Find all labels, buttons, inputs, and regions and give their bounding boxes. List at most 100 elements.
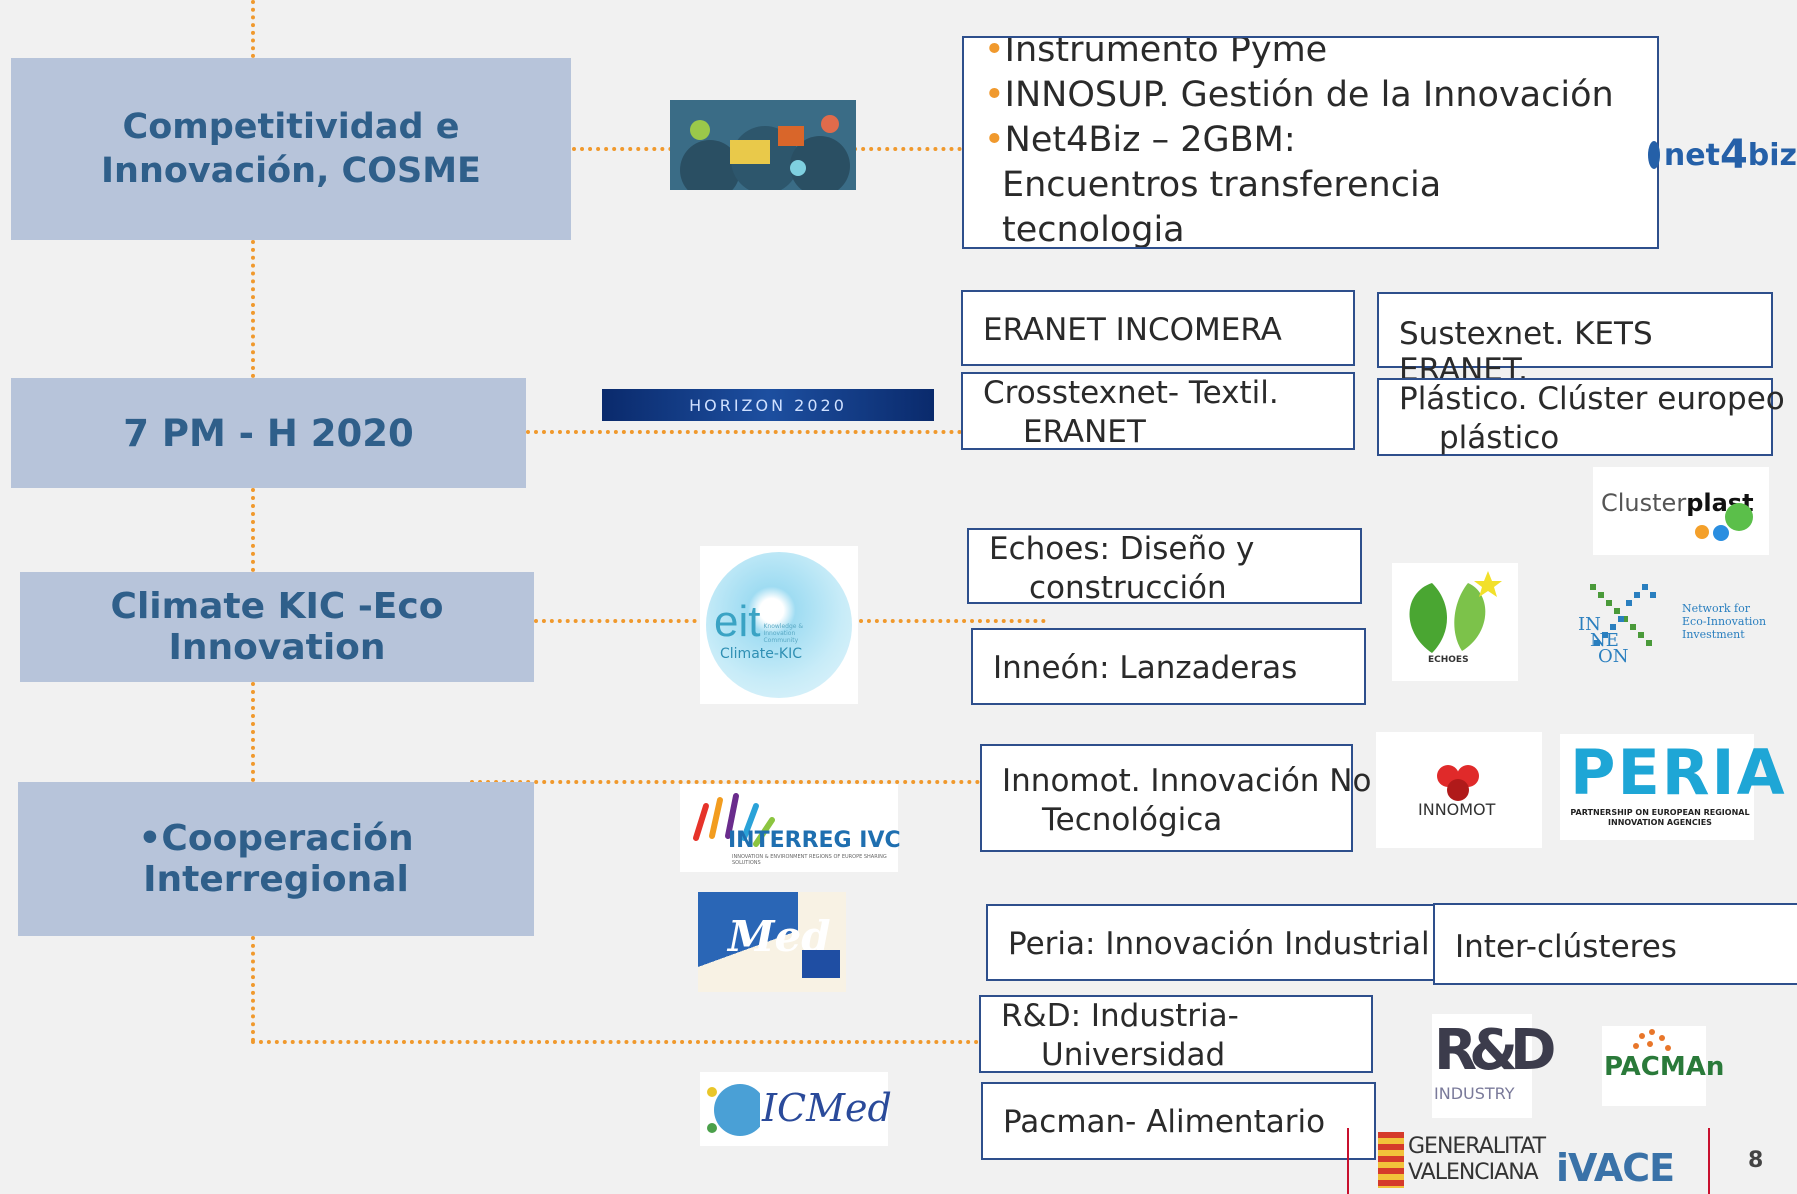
dot-orange — [1695, 525, 1709, 539]
generalitat-text: VALENCIANA — [1408, 1160, 1539, 1185]
box-label: Peria: Innovación Industrial — [1008, 926, 1430, 962]
connector-interreg — [470, 780, 980, 784]
interreg-small-text: INNOVATION & ENVIRONMENT REGIONS OF EURO… — [732, 854, 887, 866]
eit-climate-kic-logo: eit Knowledge & Innovation Community Cli… — [700, 546, 858, 704]
climate-kic-text: Climate-KIC — [720, 646, 803, 662]
cosme-infographic-logo — [670, 100, 856, 190]
program-h2020-label: 7 PM - H 2020 — [123, 411, 414, 455]
cosme-item-label: INNOSUP. Gestión de la Innovación — [1004, 75, 1614, 115]
box-label: Inneón: Lanzaderas — [993, 650, 1298, 686]
connector-vertical-2 — [251, 240, 255, 378]
ivace-logo: iVACE — [1556, 1146, 1686, 1190]
program-climate-label: Climate KIC -Eco Innovation — [110, 586, 444, 668]
cosme-item-label: Net4Biz – 2GBM: Encuentros transferencia… — [1002, 120, 1442, 249]
cosme-item: •INNOSUP. Gestión de la Innovación — [984, 73, 1657, 118]
cosme-item: •Instrumento Pyme — [984, 36, 1657, 73]
horizon-text: HORIZON 2020 — [689, 395, 847, 415]
eu-flag-icon — [802, 950, 840, 978]
program-climate-kic: Climate KIC -Eco Innovation — [20, 572, 534, 682]
net4biz-number: 4 — [1719, 132, 1748, 178]
echoes-text: ECHOES — [1428, 655, 1469, 665]
box-echoes: Echoes: Diseño y construcción — [967, 528, 1362, 606]
clusterplast-logo: Clusterplast — [1593, 467, 1769, 555]
program-interregional: •Cooperación Interregional — [18, 782, 534, 936]
box-label: Tecnológica — [1042, 802, 1223, 838]
inneon-text: IN — [1578, 614, 1601, 635]
inneon-dot-pattern-icon — [1590, 584, 1656, 646]
page-number: 8 — [1748, 1148, 1764, 1173]
interreg-rays-icon — [693, 793, 775, 847]
box-sustexnet: Sustexnet. KETS ERANET. — [1377, 292, 1773, 388]
connector-vertical-4 — [251, 682, 255, 782]
box-label: Pacman- Alimentario — [1003, 1104, 1326, 1140]
box-label: ERANET — [1023, 414, 1146, 450]
program-cosme-label: Competitividad e Innovación, COSME — [101, 107, 481, 191]
inneon-note: Network for Eco-Innovation Investment — [1682, 602, 1767, 641]
bullet-icon: • — [984, 75, 1005, 115]
bullet-icon: • — [984, 36, 1005, 70]
clusterplast-text-a: Cluster — [1601, 489, 1687, 517]
program-h2020: 7 PM - H 2020 — [11, 378, 526, 488]
innomot-swirl-icon — [1437, 765, 1479, 801]
program-interreg-label: •Cooperación Interregional — [138, 818, 414, 900]
box-pacman: Pacman- Alimentario — [981, 1082, 1376, 1160]
bullet-icon: • — [984, 120, 1005, 160]
box-peria: Peria: Innovación Industrial — [986, 904, 1436, 981]
box-label: Universidad — [1041, 1037, 1226, 1073]
program-cosme: Competitividad e Innovación, COSME — [11, 58, 571, 240]
net4biz-text: net — [1663, 137, 1720, 173]
horizon-2020-logo: HORIZON 2020 — [602, 389, 934, 421]
connector-h2020 — [526, 430, 962, 434]
innomot-text: INNOMOT — [1418, 800, 1496, 819]
peria-logo: PERIA PARTNERSHIP ON EUROPEAN REGIONAL I… — [1560, 734, 1785, 840]
infographic-illustration — [680, 115, 850, 190]
pacman-logo: PACMAn — [1602, 1026, 1724, 1106]
box-crosstexnet: Crosstexnet- Textil. ERANET — [961, 372, 1355, 450]
box-label: Inter-clústeres — [1455, 929, 1677, 965]
med-programme-logo: Med — [698, 892, 846, 992]
net4biz-text: biz — [1747, 137, 1797, 173]
box-plastico: Plástico. Clúster europeo plástico — [1377, 378, 1785, 456]
box-eranet-incomera: ERANET INCOMERA — [961, 290, 1355, 366]
eit-small-text: Knowledge & Innovation Community — [763, 623, 804, 644]
connector-vertical-3 — [251, 488, 255, 572]
box-inneon: Inneón: Lanzaderas — [971, 628, 1366, 705]
box-label: construcción — [1029, 570, 1227, 606]
connector-vertical-1 — [251, 0, 255, 58]
dot-green — [1725, 503, 1753, 531]
echoes-logo: ECHOES — [1392, 563, 1518, 681]
box-label: Crosstexnet- Textil. — [983, 375, 1279, 411]
generalitat-valenciana-logo: GENERALITAT VALENCIANA — [1378, 1130, 1546, 1194]
med-blue-band — [698, 892, 798, 992]
coat-of-arms-icon — [1378, 1132, 1404, 1188]
clusterplast-text: Clusterplast — [1601, 489, 1754, 517]
cosme-actions-box: •Instrumento Pyme •INNOSUP. Gestión de l… — [962, 36, 1659, 249]
cosme-item-label: Instrumento Pyme — [1004, 36, 1328, 70]
icmed-logo: ICMed — [700, 1072, 892, 1146]
globe-icon — [707, 1084, 760, 1136]
box-innomot: Innomot. Innovación No Tecnológica — [980, 744, 1372, 852]
footer-divider — [1347, 1128, 1349, 1194]
interreg-ivc-logo: INTERREG IVC INNOVATION & ENVIRONMENT RE… — [680, 784, 901, 872]
inneon-logo: IN NE ON Network for Eco-Innovation Inve… — [1572, 580, 1772, 670]
inneon-text: NE — [1590, 630, 1619, 651]
eit-text: eit — [714, 597, 761, 646]
rd-industry-logo: R&D INDUSTRY — [1432, 1014, 1556, 1118]
connector-bottom — [251, 1040, 979, 1044]
rd-big-text: R&D — [1434, 1018, 1556, 1083]
icmed-text: ICMed — [762, 1086, 892, 1130]
peria-small-text: PARTNERSHIP ON EUROPEAN REGIONAL INNOVAT… — [1570, 808, 1750, 827]
dots-icon — [1633, 1029, 1671, 1051]
cosme-item: •Net4Biz – 2GBM: Encuentros transferenci… — [984, 118, 1472, 249]
ivace-text: iVACE — [1556, 1146, 1675, 1190]
generalitat-text: GENERALITAT — [1408, 1134, 1546, 1159]
connector-vertical-5 — [251, 936, 255, 1042]
box-label: plástico — [1439, 420, 1560, 456]
box-label: Sustexnet. KETS ERANET. — [1399, 316, 1653, 388]
box-interclusteres: Inter-clústeres — [1433, 903, 1797, 985]
box-label: R&D: Industria- — [1001, 998, 1239, 1034]
interreg-text: INTERREG IVC — [728, 828, 901, 853]
box-label: Innomot. Innovación No — [1002, 763, 1372, 799]
box-label: Plástico. Clúster europeo — [1399, 381, 1785, 417]
